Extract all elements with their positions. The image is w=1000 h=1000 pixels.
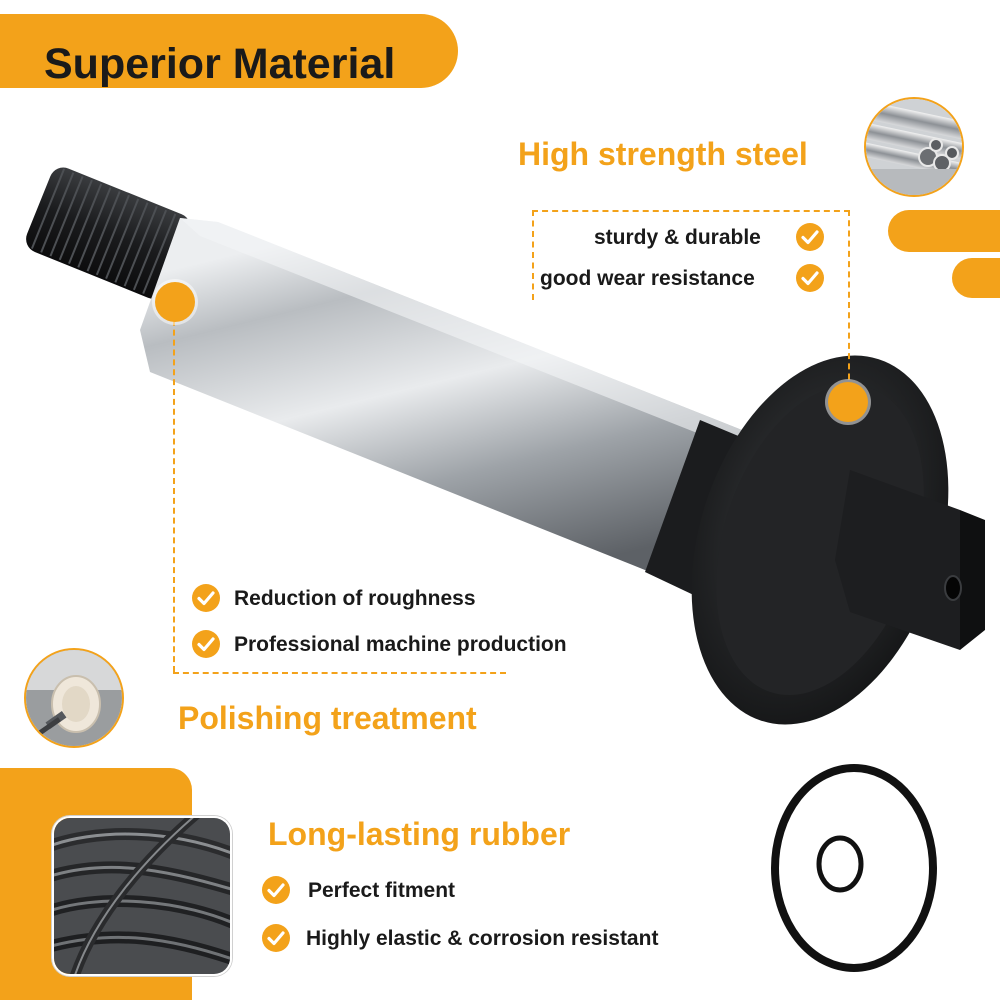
- polishing-heading: Polishing treatment: [178, 700, 477, 736]
- steel-callout-line-top: [532, 210, 850, 212]
- rubber-rings-icon: [54, 818, 230, 974]
- decor-tab-upper: [888, 210, 1000, 252]
- steel-marker-dot: [828, 382, 868, 422]
- o-ring-small: [816, 835, 864, 893]
- check-icon: [796, 223, 824, 251]
- rubber-heading: Long-lasting rubber: [268, 816, 571, 852]
- polishing-feature-1: Reduction of roughness: [234, 587, 476, 610]
- o-ring-large: [771, 764, 937, 972]
- steel-heading: High strength steel: [518, 136, 808, 172]
- check-icon: [192, 584, 220, 612]
- polishing-wheel-thumbnail: [24, 648, 124, 748]
- steel-callout-line-left: [532, 210, 534, 300]
- rubber-feature-2: Highly elastic & corrosion resistant: [306, 927, 659, 950]
- check-icon: [262, 876, 290, 904]
- check-icon: [796, 264, 824, 292]
- rubber-rings-thumbnail: [52, 816, 232, 976]
- polishing-callout-line-left: [173, 300, 175, 672]
- check-icon: [192, 630, 220, 658]
- check-icon: [262, 924, 290, 952]
- decor-tab-lower: [952, 258, 1000, 298]
- polishing-callout-line-bottom: [173, 672, 506, 674]
- polishing-marker-dot: [155, 282, 195, 322]
- steel-tubes-thumbnail: [864, 97, 964, 197]
- polishing-feature-2: Professional machine production: [234, 633, 567, 656]
- banner-title: Superior Material: [44, 40, 396, 88]
- steel-tubes-icon: [866, 99, 962, 195]
- steel-feature-1: sturdy & durable: [594, 226, 761, 249]
- rubber-feature-1: Perfect fitment: [308, 879, 456, 902]
- steel-feature-2: good wear resistance: [540, 267, 755, 290]
- o-ring-set: [771, 764, 937, 972]
- polishing-wheel-icon: [26, 650, 122, 746]
- title-banner: Superior Material: [0, 14, 458, 88]
- steel-callout-line-right: [848, 210, 850, 400]
